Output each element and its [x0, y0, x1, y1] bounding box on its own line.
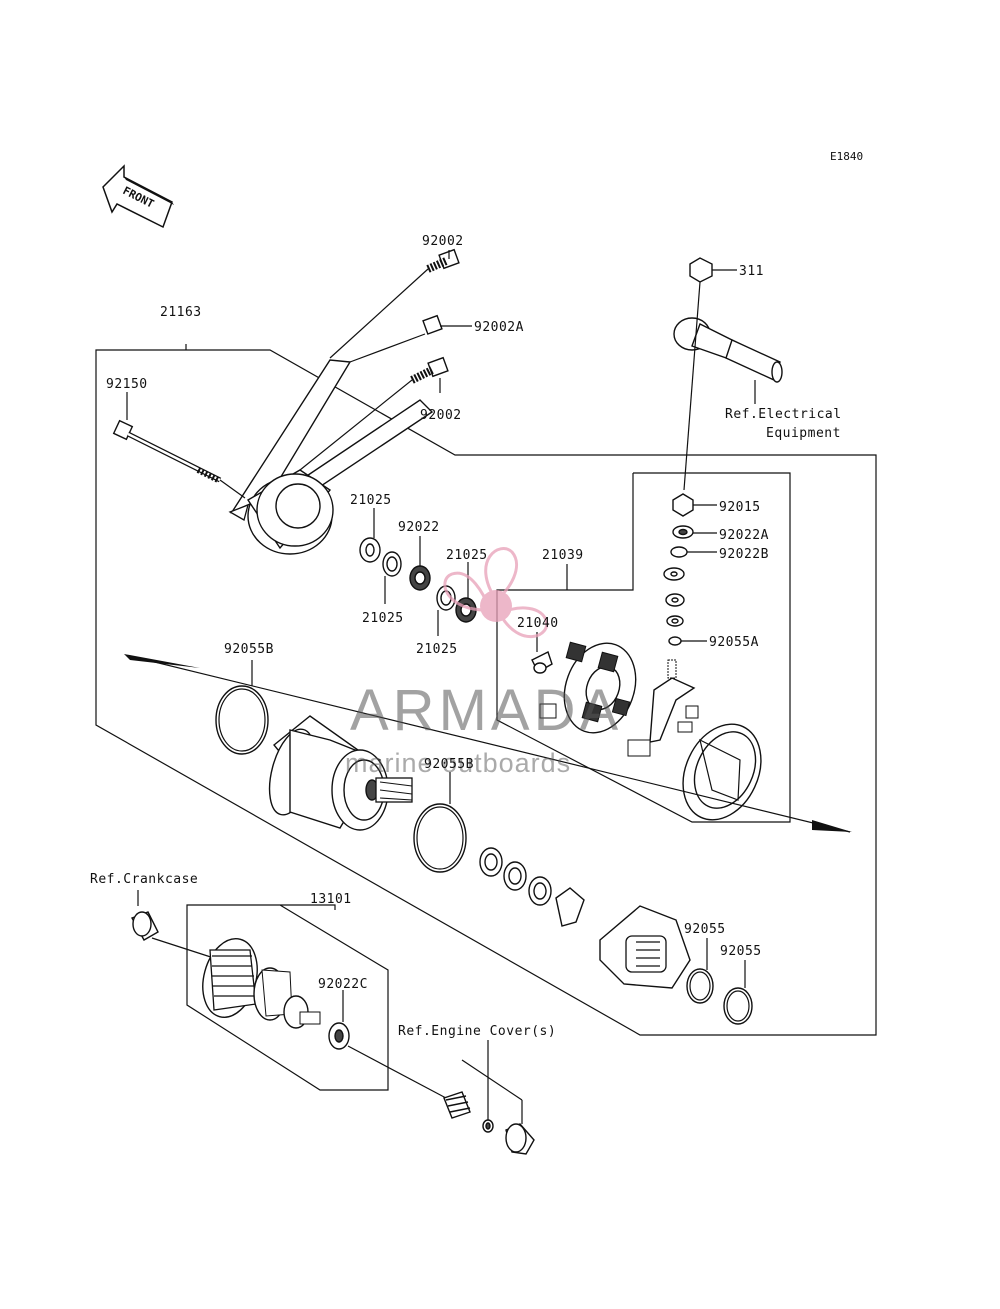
ref-electrical-line1: Ref.Electrical	[725, 407, 842, 422]
cable-terminal	[673, 257, 783, 491]
terminal-bracket	[627, 659, 699, 757]
label-92002-top: 92002	[422, 234, 464, 249]
spring-assembly	[328, 990, 535, 1155]
watermark-tagline: marine outboards	[345, 748, 571, 778]
label-92022: 92022	[398, 520, 440, 535]
label-92022A: 92022A	[719, 528, 769, 543]
assembly-outline	[95, 344, 877, 1091]
leader-lines	[126, 392, 568, 590]
label-92055A: 92055A	[709, 635, 759, 650]
brush-holder-plate	[539, 641, 637, 734]
label-311: 311	[739, 264, 764, 279]
label-21163: 21163	[160, 305, 202, 320]
label-92055-a: 92055	[684, 922, 726, 937]
o-ring-92055B-mid	[413, 803, 467, 873]
o-ring-92055-b	[723, 987, 753, 1025]
label-92055B-left: 92055B	[224, 642, 274, 657]
bolt-92150	[112, 419, 246, 499]
label-92015: 92015	[719, 500, 761, 515]
starter-clutch	[130, 890, 321, 1029]
label-21025-c: 21025	[362, 611, 404, 626]
label-92002A: 92002A	[474, 320, 524, 335]
label-21025-b: 21025	[446, 548, 488, 563]
bolt-92002A	[349, 314, 472, 363]
starter-bracket	[228, 359, 434, 555]
label-92055-b: 92055	[720, 944, 762, 959]
watermark: ARMADA marine outboards	[345, 547, 622, 778]
bolt-92002-top	[329, 248, 460, 359]
label-21025-d: 21025	[416, 642, 458, 657]
label-92055B-mid: 92055B	[424, 757, 474, 772]
label-92022B: 92022B	[719, 547, 769, 562]
watermark-brand: ARMADA	[350, 678, 622, 743]
label-92150: 92150	[106, 377, 148, 392]
front-arrow-icon: FRONT	[102, 164, 174, 229]
label-21039: 21039	[542, 548, 584, 563]
label-92002-bottom: 92002	[420, 408, 462, 423]
ref-electrical-line2: Equipment	[766, 426, 841, 441]
bolt-92002-bottom	[299, 356, 449, 471]
motor-yoke	[268, 715, 413, 831]
front-washers	[479, 847, 585, 927]
front-cover	[599, 905, 691, 989]
ref-crankcase: Ref.Crankcase	[90, 872, 198, 887]
part-21040	[531, 632, 553, 674]
label-92022C: 92022C	[318, 977, 368, 992]
terminal-hardware-stack	[663, 493, 717, 646]
ref-engine-cover: Ref.Engine Cover(s)	[398, 1024, 556, 1039]
o-ring-92055B-left	[215, 685, 269, 755]
label-21025-a: 21025	[350, 493, 392, 508]
label-21040: 21040	[517, 616, 559, 631]
o-ring-92055-a	[686, 968, 714, 1004]
label-13101: 13101	[310, 892, 352, 907]
diagram-code: E1840	[830, 150, 863, 163]
propeller-icon	[443, 547, 549, 638]
o-ring-92055B-left-inner	[218, 688, 266, 752]
